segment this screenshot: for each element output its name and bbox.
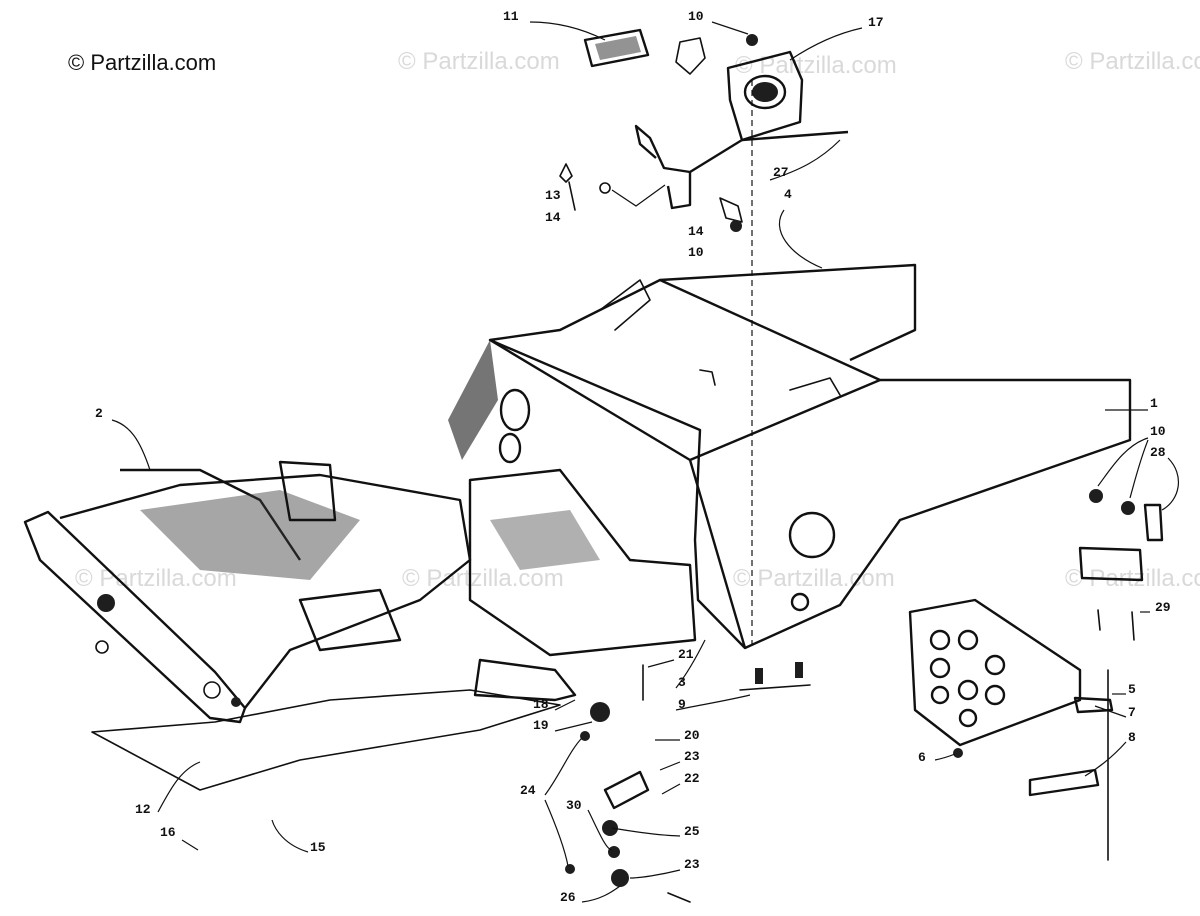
callout-23: 23 xyxy=(684,857,700,872)
callout-18: 18 xyxy=(533,697,549,712)
callout-13: 13 xyxy=(545,188,561,203)
mounting-plate xyxy=(908,598,1114,861)
callout-6: 6 xyxy=(918,750,926,765)
callout-21: 21 xyxy=(678,647,694,662)
spring-linkage xyxy=(473,658,691,903)
skid-plate xyxy=(91,689,561,791)
callout-11: 11 xyxy=(503,9,519,24)
callout-26: 26 xyxy=(560,890,576,905)
callout-28: 28 xyxy=(1150,445,1166,460)
watermark-mid-left: © Partzilla.com xyxy=(75,565,237,592)
watermark-top-far-right: © Partzilla.com xyxy=(1065,48,1200,75)
callout-12: 12 xyxy=(135,802,151,817)
watermark-top-center: © Partzilla.com xyxy=(398,48,560,75)
link-bracket xyxy=(1078,489,1164,641)
callout-1: 1 xyxy=(1150,396,1158,411)
callout-4: 4 xyxy=(784,187,792,202)
callout-25: 25 xyxy=(684,824,700,839)
callout-14: 14 xyxy=(545,210,561,225)
callout-30: 30 xyxy=(566,798,582,813)
callout-17: 17 xyxy=(868,15,884,30)
callout-2: 2 xyxy=(95,406,103,421)
main-chassis xyxy=(448,263,1132,650)
callout-22: 22 xyxy=(684,771,700,786)
studs xyxy=(739,662,811,691)
watermark-top-right: © Partzilla.com xyxy=(735,52,897,79)
callout-8: 8 xyxy=(1128,730,1136,745)
callout-10: 10 xyxy=(688,245,704,260)
watermark-mid-center: © Partzilla.com xyxy=(402,565,564,592)
callout-3: 3 xyxy=(678,675,686,690)
callout-19: 19 xyxy=(533,718,549,733)
callout-29: 29 xyxy=(1155,600,1171,615)
callout-20: 20 xyxy=(684,728,700,743)
callout-24: 24 xyxy=(520,783,536,798)
callout-5: 5 xyxy=(1128,682,1136,697)
copyright-notice: © Partzilla.com xyxy=(68,50,217,75)
watermark-mid-right: © Partzilla.com xyxy=(733,565,895,592)
callout-7: 7 xyxy=(1128,705,1136,720)
callout-14: 14 xyxy=(688,224,704,239)
steering-bracket xyxy=(559,28,849,232)
front-bumper-assembly xyxy=(23,460,697,724)
callout-27: 27 xyxy=(773,165,789,180)
callout-10: 10 xyxy=(1150,424,1166,439)
callout-10: 10 xyxy=(688,9,704,24)
callout-16: 16 xyxy=(160,825,176,840)
callout-9: 9 xyxy=(678,697,686,712)
callout-23: 23 xyxy=(684,749,700,764)
leader-lines xyxy=(111,21,1180,903)
callout-15: 15 xyxy=(310,840,326,855)
